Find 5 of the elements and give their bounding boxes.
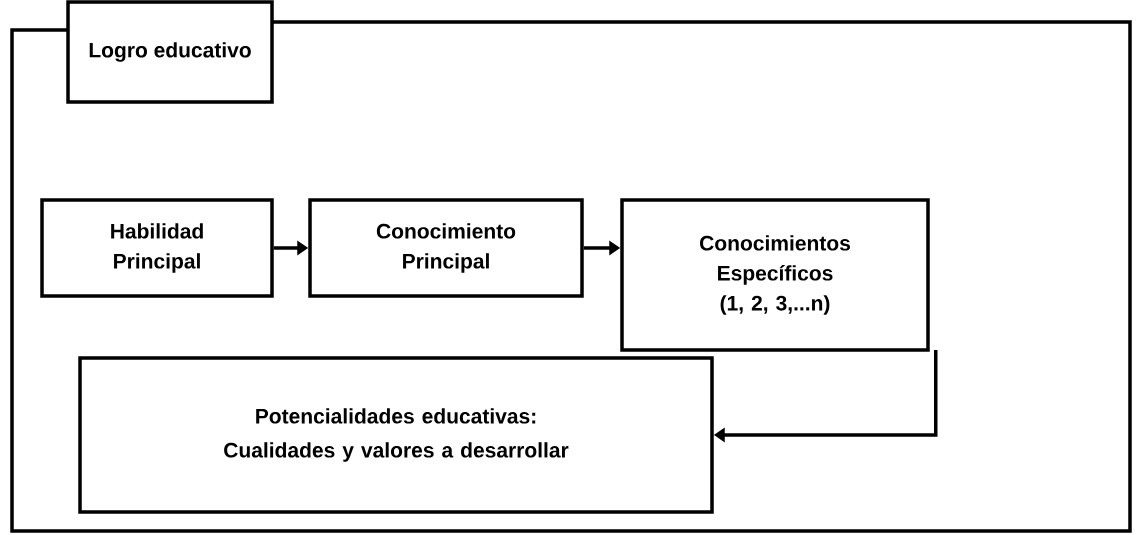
- process-box: Habilidad Principal: [40, 198, 274, 298]
- process-box: Conocimiento Principal: [308, 198, 584, 298]
- heading-box: Logro educativo: [66, 0, 274, 104]
- process-box: Conocimientos Específicos (1, 2, 3,...n): [620, 198, 930, 352]
- process-box: Potencialidades educativas: Cualidades y valores a desarrollar: [78, 356, 714, 514]
